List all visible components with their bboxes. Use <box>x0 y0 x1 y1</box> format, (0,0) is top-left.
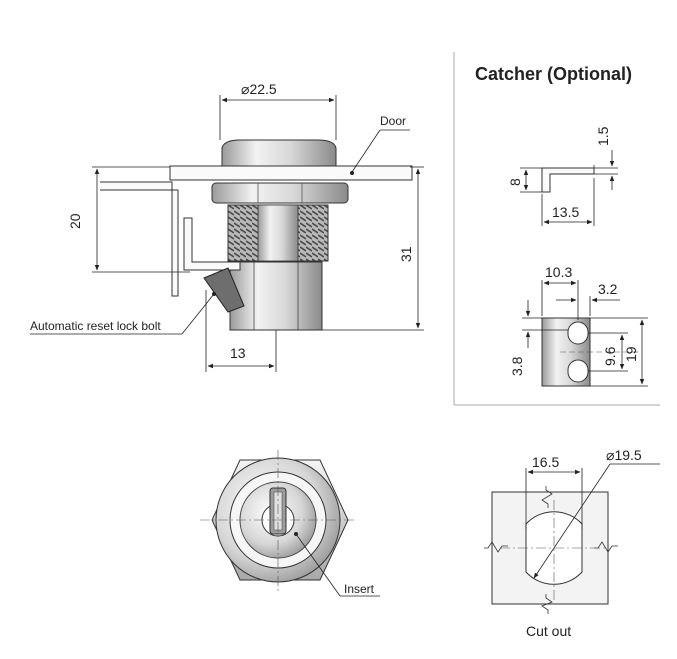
catcher-section: Catcher (Optional) 1.5 8 13.5 10.3 <box>475 64 648 387</box>
dim-flange-dia: ⌀22.5 <box>241 81 277 97</box>
side-catcher <box>100 181 179 297</box>
door-label: Door <box>380 114 406 128</box>
dim-slot-off: 3.2 <box>598 281 618 297</box>
dim-cut-w: 16.5 <box>532 454 559 470</box>
side-view: ⌀22.5 Door 20 31 <box>30 81 424 372</box>
cutout-panel <box>491 491 609 605</box>
auto-reset-label: Automatic reset lock bolt <box>30 319 161 333</box>
catcher-title: Catcher (Optional) <box>475 64 632 84</box>
dim-catcher-thk: 1.5 <box>595 126 611 146</box>
reset-bolt <box>203 267 245 313</box>
dim-catcher-h: 8 <box>507 178 523 186</box>
cutout-label: Cut out <box>526 623 571 639</box>
catcher-slot-top <box>567 321 589 345</box>
catcher-slot-bottom <box>567 359 589 383</box>
lock-body <box>229 261 323 331</box>
catcher-profile <box>541 167 595 193</box>
dim-slot-19: 19 <box>623 346 639 362</box>
insert-label: Insert <box>344 582 375 596</box>
dim-height-31: 31 <box>398 246 414 262</box>
dim-cut-dia: ⌀19.5 <box>606 447 642 463</box>
cutout-view: 16.5 ⌀19.5 Cut out <box>484 447 660 639</box>
hex-nut <box>211 182 349 204</box>
dim-slot-96: 9.6 <box>602 346 618 366</box>
dim-catcher-w: 13.5 <box>552 204 579 220</box>
front-view: Insert <box>200 450 380 597</box>
door-plate <box>169 165 413 181</box>
dim-slot-h: 3.8 <box>509 356 525 376</box>
dim-height-20: 20 <box>67 213 83 229</box>
lock-cap <box>221 139 337 167</box>
dim-slot-w: 10.3 <box>545 264 572 280</box>
dim-width-13: 13 <box>230 345 246 361</box>
